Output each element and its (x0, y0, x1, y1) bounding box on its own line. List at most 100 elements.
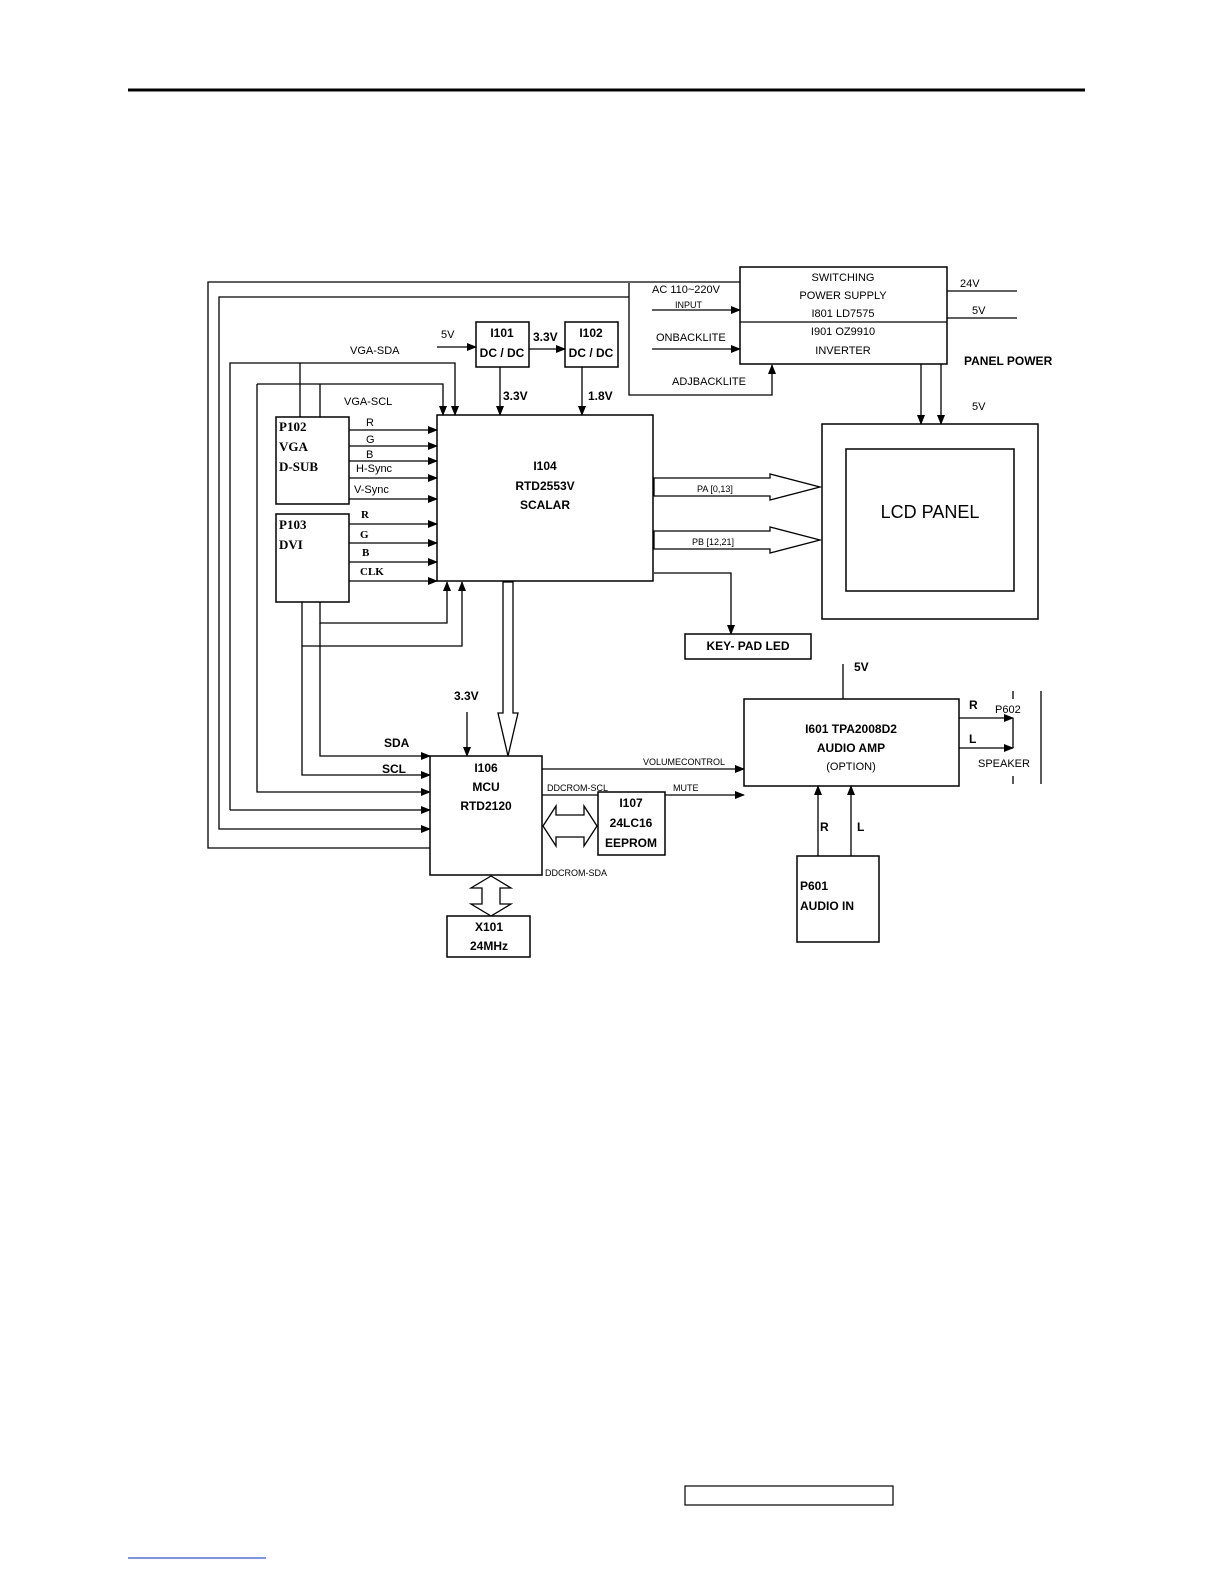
vga-vsync-label: V-Sync (354, 484, 389, 496)
inverter-line2: INVERTER (815, 345, 870, 357)
scalar-mcu-bus (497, 581, 519, 757)
vga-line1: P102 (279, 419, 306, 434)
loop-outer-1 (207, 281, 740, 849)
pb-label: PB [12,21] (692, 537, 734, 547)
mcu-eeprom-bus (542, 803, 598, 849)
mute-label: MUTE (673, 783, 699, 793)
dcdc2-line2: DC / DC (569, 346, 614, 360)
dvi-r-label: R (361, 509, 370, 521)
vga-scl-mcu-line (256, 384, 431, 796)
onbacklite-label: ONBACKLITE (656, 332, 726, 344)
scalar-block: I104 RTD2553V SCALAR (436, 414, 654, 582)
adjbacklite-label: ADJBACKLITE (672, 376, 746, 388)
scalar-line2: RTD2553V (515, 479, 574, 493)
sda-label: SDA (384, 736, 410, 750)
eeprom-block: I107 24LC16 EEPROM (597, 791, 666, 856)
dvi-ddc-line-2 (301, 581, 466, 647)
dcdc1-block: I101 DC / DC (475, 321, 530, 368)
vga-g-label: G (366, 434, 375, 446)
amp-line2: AUDIO AMP (817, 741, 885, 755)
vga-r-label: R (366, 417, 374, 429)
in-l-label: L (857, 820, 864, 834)
eeprom-line2: 24LC16 (610, 816, 653, 830)
loop-outer-2 (218, 296, 629, 833)
pb-bus-arrow (653, 526, 823, 554)
volume-control-label: VOLUMECONTROL (643, 757, 725, 767)
audio-amp-block: I601 TPA2008D2 AUDIO AMP (OPTION) (743, 698, 960, 787)
mcu-33v-label: 3.3V (454, 689, 479, 703)
dcdc2-line1: I102 (579, 326, 603, 340)
scl-line (301, 646, 431, 779)
vga-line3: D-SUB (279, 459, 318, 474)
keypad-block: KEY- PAD LED (684, 633, 812, 660)
scalar-line1: I104 (533, 459, 557, 473)
out-5v-label: 5V (972, 305, 986, 317)
mcu-line2: MCU (472, 780, 499, 794)
scalar-33v-label: 3.3V (503, 389, 528, 403)
keypad-label: KEY- PAD LED (706, 639, 789, 653)
ddcrom-scl-label: DDCROM-SCL (547, 783, 608, 793)
dc-out-33v-label: 3.3V (533, 330, 558, 344)
spk-r-label: R (969, 698, 978, 712)
dc-in-5v-label: 5V (441, 329, 455, 341)
vga-line2: VGA (279, 439, 309, 454)
smps-line1: SWITCHING (812, 272, 875, 284)
dvi-clk-label: CLK (360, 566, 384, 578)
pa-bus-arrow (653, 473, 823, 501)
dvi-b-label: B (362, 547, 370, 559)
dvi-line1: P103 (279, 517, 307, 532)
amp-5v-label: 5V (854, 660, 869, 674)
lcd-panel-block: LCD PANEL (821, 423, 1039, 620)
scalar-line3: SCALAR (520, 498, 570, 512)
mcu-line1: I106 (474, 761, 498, 775)
amp-line3: (OPTION) (826, 761, 876, 773)
dvi-ddc-line-1 (319, 581, 451, 624)
dvi-line2: DVI (279, 537, 303, 552)
mcu-xtal-bus (468, 875, 514, 917)
in-r-label: R (820, 820, 829, 834)
dcdc1-line1: I101 (490, 326, 514, 340)
dcdc1-line2: DC / DC (480, 346, 525, 360)
panel-5v-label: 5V (972, 401, 986, 413)
panel-power-label: PANEL POWER (964, 354, 1053, 368)
lcd-label: LCD PANEL (881, 502, 980, 522)
vga-scl-label: VGA-SCL (344, 396, 392, 408)
power-supply-block: SWITCHING POWER SUPPLY I801 LD7575 I901 … (739, 266, 948, 365)
footer-box (684, 1485, 894, 1506)
vga-sda-line (229, 362, 459, 810)
vga-b-label: B (366, 449, 373, 461)
amp-line1: I601 TPA2008D2 (805, 722, 897, 736)
inverter-line1: I901 OZ9910 (811, 326, 875, 338)
smps-line2: POWER SUPPLY (799, 290, 887, 302)
pa-label: PA [0,13] (697, 484, 733, 494)
mcu-line3: RTD2120 (460, 799, 512, 813)
vga-sda-label: VGA-SDA (350, 345, 400, 357)
vga-hsync-label: H-Sync (356, 463, 393, 475)
p602-label: P602 (995, 704, 1021, 716)
keypad-line (654, 572, 735, 635)
input-label: INPUT (675, 300, 703, 310)
ac-input-label: AC 110~220V (652, 284, 721, 296)
speaker-label: SPEAKER (978, 758, 1030, 770)
audio-in-block: P601 AUDIO IN (796, 855, 880, 943)
eeprom-line1: I107 (619, 796, 643, 810)
vga-scl-line (257, 383, 447, 416)
dcdc2-block: I102 DC / DC (564, 321, 619, 368)
scl-label: SCL (382, 762, 406, 776)
audio-in-line2: AUDIO IN (800, 899, 854, 913)
xtal-block: X101 24MHz (446, 915, 531, 958)
dvi-connector-block: P103 DVI (275, 513, 350, 603)
smps-line3: I801 LD7575 (812, 308, 875, 320)
spk-l-label: L (969, 732, 976, 746)
audio-in-line1: P601 (800, 879, 828, 893)
out-24v-label: 24V (960, 278, 980, 290)
dvi-g-label: G (360, 529, 369, 541)
vga-connector-block: P102 VGA D-SUB (275, 416, 350, 505)
xtal-line2: 24MHz (470, 939, 508, 953)
sda-line (319, 623, 431, 760)
mcu-block: I106 MCU RTD2120 (429, 755, 543, 876)
ddcrom-sda-label: DDCROM-SDA (545, 868, 607, 878)
xtal-line1: X101 (475, 920, 503, 934)
scalar-18v-label: 1.8V (588, 389, 613, 403)
